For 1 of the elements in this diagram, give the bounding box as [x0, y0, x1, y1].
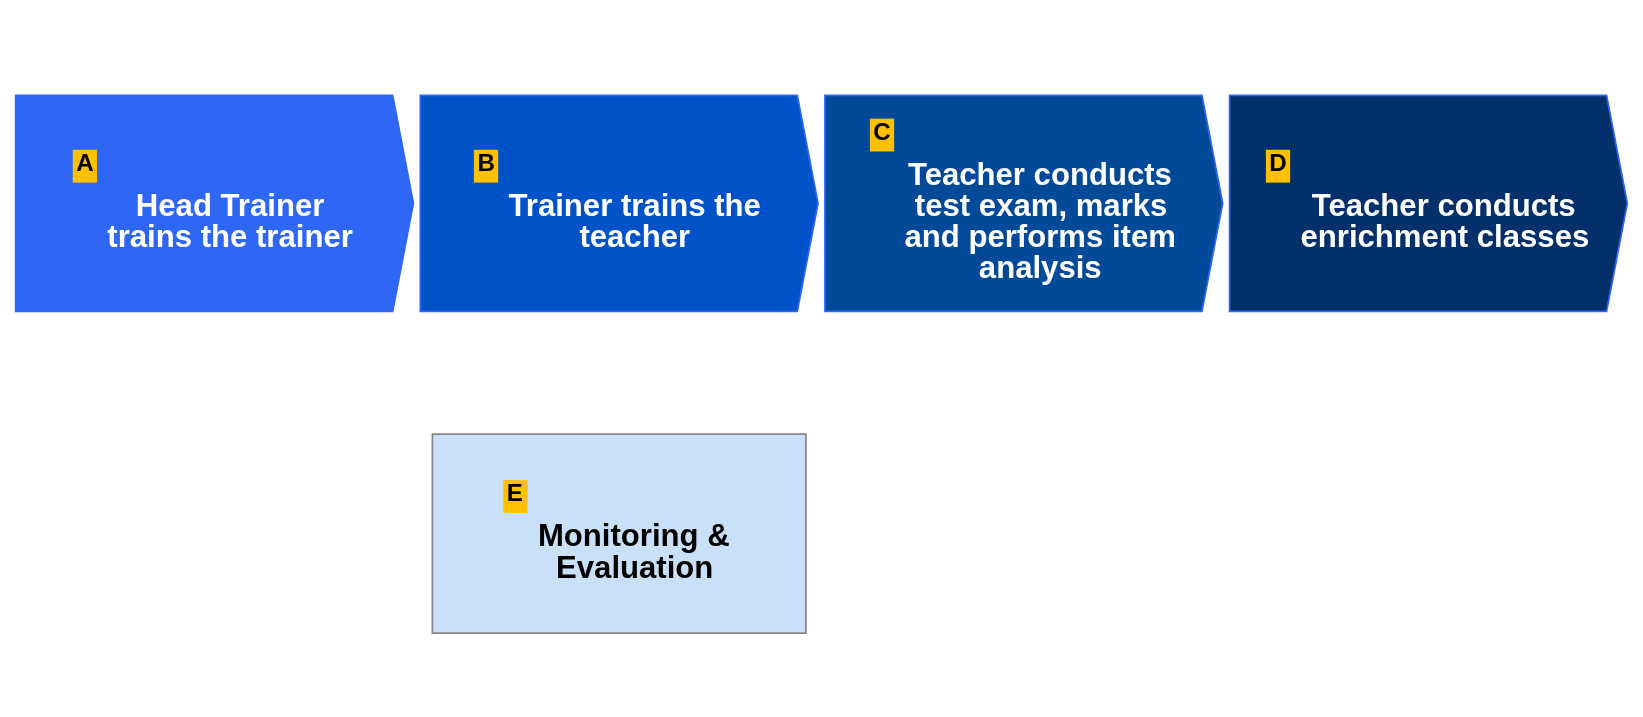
- node-box: E Monitoring & Evaluation: [431, 432, 807, 634]
